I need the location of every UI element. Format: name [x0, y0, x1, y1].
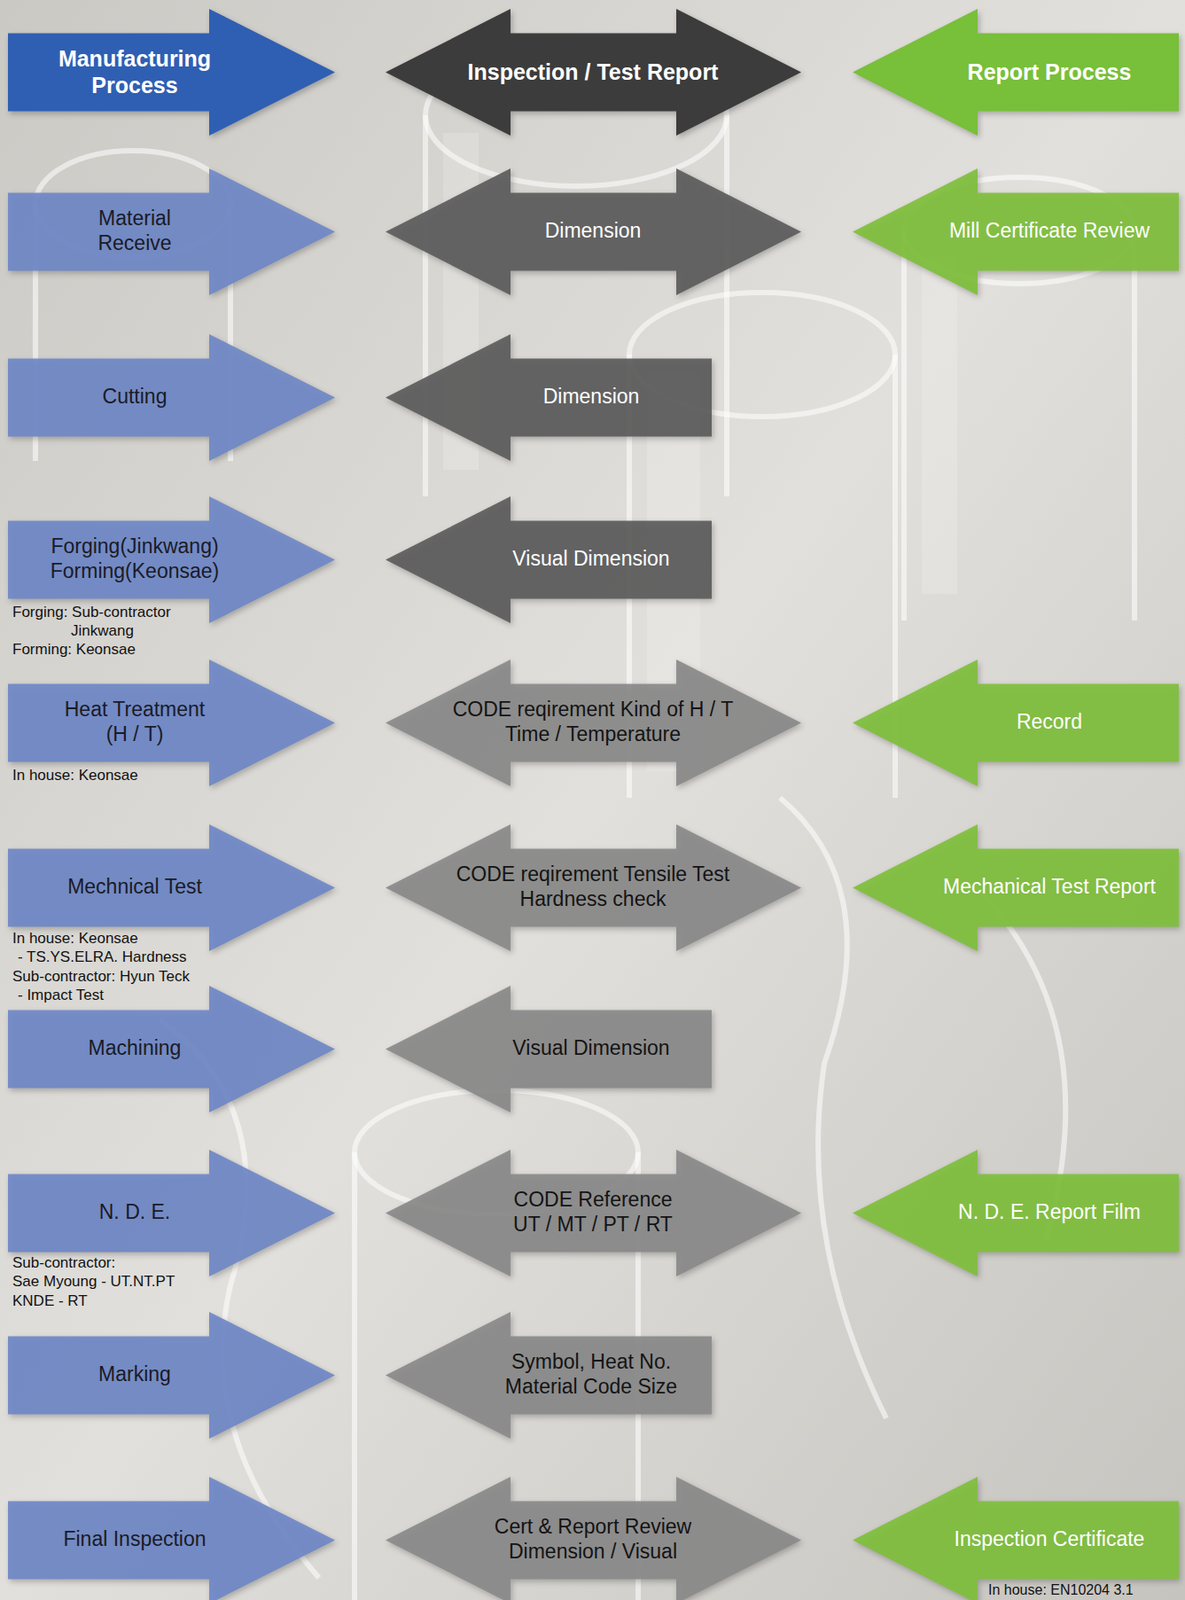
arrow-fill [852, 1149, 1179, 1277]
arrow-fill [852, 168, 1179, 296]
step-text: Heat Treatment (H / T) [57, 697, 213, 747]
column-header: Manufacturing Process [50, 45, 219, 99]
inspection-arrow: Symbol, Heat No. Material Code Size [385, 1311, 712, 1439]
column-header: Report Process [967, 58, 1132, 86]
arrow-fill [385, 1149, 802, 1277]
process-note: Sae Myoung - UT.NT.PT [12, 1271, 175, 1291]
arrow-fill [385, 168, 802, 296]
step-text: CODE Reference UT / MT / PT / RT [504, 1187, 682, 1237]
inspection-double-arrow: Dimension [385, 168, 802, 296]
step-text: Final Inspection [62, 1527, 206, 1552]
process-note: - Impact Test [17, 985, 104, 1005]
arrow-fill [852, 659, 1179, 787]
inspection-double-arrow: CODE reqirement Tensile Test Hardness ch… [385, 824, 802, 952]
inspection-arrow: Visual Dimension [385, 985, 712, 1113]
step-text: CODE reqirement Kind of H / T Time / Tem… [446, 697, 740, 747]
process-note: KNDE - RT [12, 1291, 88, 1310]
step-text: CODE reqirement Tensile Test Hardness ch… [446, 862, 740, 912]
step-text: Mechnical Test [67, 874, 203, 900]
process-note: In house: Keonsae [12, 928, 139, 948]
process-note: In house: EN10204 3.1 [988, 1581, 1134, 1599]
arrow-fill [385, 985, 712, 1113]
inspection-double-arrow: Inspection / Test Report [385, 8, 802, 136]
arrow-fill [385, 824, 802, 952]
step-text: Visual Dimension [512, 546, 670, 572]
arrow-fill [7, 659, 336, 787]
process-arrow: Material Receive [7, 168, 336, 296]
process-arrow: Cutting [7, 334, 336, 461]
report-arrow: Record [852, 659, 1179, 787]
step-text: Marking [98, 1362, 172, 1388]
step-text: Forging(Jinkwang) Forming(Keonsae) [39, 534, 231, 584]
arrow-fill [852, 824, 1179, 952]
inspection-double-arrow: CODE reqirement Kind of H / T Time / Tem… [385, 659, 802, 787]
arrow-shape [7, 1311, 336, 1439]
process-note: Sub-contractor: [12, 1253, 116, 1272]
report-arrow: Report Process [852, 8, 1179, 136]
arrow-fill [7, 168, 336, 296]
arrow-shape [852, 659, 1179, 787]
process-arrow: Marking [7, 1311, 336, 1439]
inspection-double-arrow: Cert & Report Review Dimension / Visual [385, 1476, 802, 1600]
step-text: Record [1016, 709, 1083, 735]
process-note: Forming: Keonsae [12, 639, 136, 659]
step-text: Machining [88, 1036, 182, 1061]
arrow-fill [7, 1311, 336, 1439]
process-arrow: Machining [7, 985, 336, 1113]
inspection-arrow: Dimension [385, 334, 712, 461]
step-text: Visual Dimension [512, 1036, 670, 1061]
arrow-fill [385, 1476, 802, 1600]
arrow-fill [7, 8, 336, 136]
process-note: Sub-contractor: Hyun Teck [12, 966, 190, 986]
step-text: Dimension [543, 384, 640, 410]
arrow-fill [385, 334, 712, 461]
step-text: N. D. E. [99, 1200, 172, 1225]
inspection-double-arrow: CODE Reference UT / MT / PT / RT [385, 1149, 802, 1277]
step-text: Dimension [545, 218, 642, 244]
report-arrow: Mechanical Test Report [852, 824, 1179, 952]
arrow-shape [7, 334, 336, 461]
process-note: Forging: Sub-contractor Jinkwang [12, 602, 187, 640]
step-text: Cutting [102, 384, 168, 410]
step-text: Mechanical Test Report [943, 874, 1156, 900]
inspection-arrow: Visual Dimension [385, 496, 712, 624]
process-note: In house: Keonsae [12, 765, 139, 785]
column-header: Inspection / Test Report [467, 58, 719, 86]
arrow-fill [7, 1149, 336, 1277]
step-text: Material Receive [81, 206, 188, 256]
report-arrow: Mill Certificate Review [852, 168, 1179, 296]
arrow-fill [7, 334, 336, 461]
process-note: - TS.YS.ELRA. Hardness [17, 947, 188, 967]
arrow-fill [852, 8, 1179, 136]
step-text: Cert & Report Review Dimension / Visual [486, 1514, 700, 1564]
arrow-fill [385, 8, 802, 136]
arrow-fill [385, 1311, 712, 1439]
step-text: N. D. E. Report Film [958, 1200, 1141, 1225]
step-text: Inspection Certificate [954, 1527, 1146, 1552]
arrow-fill [7, 985, 336, 1113]
arrow-shape [7, 8, 336, 136]
arrow-fill [7, 1476, 336, 1600]
arrow-fill [7, 824, 336, 952]
step-text: Mill Certificate Review [949, 218, 1150, 244]
arrow-fill [385, 496, 712, 624]
arrow-fill [385, 659, 802, 787]
step-text: Symbol, Heat No. Material Code Size [498, 1349, 685, 1399]
report-arrow: Inspection Certificate [852, 1476, 1179, 1600]
process-arrow: Final Inspection [7, 1476, 336, 1600]
process-arrow: Manufacturing Process [7, 8, 336, 136]
arrow-fill [852, 1476, 1179, 1600]
report-arrow: N. D. E. Report Film [852, 1149, 1179, 1277]
